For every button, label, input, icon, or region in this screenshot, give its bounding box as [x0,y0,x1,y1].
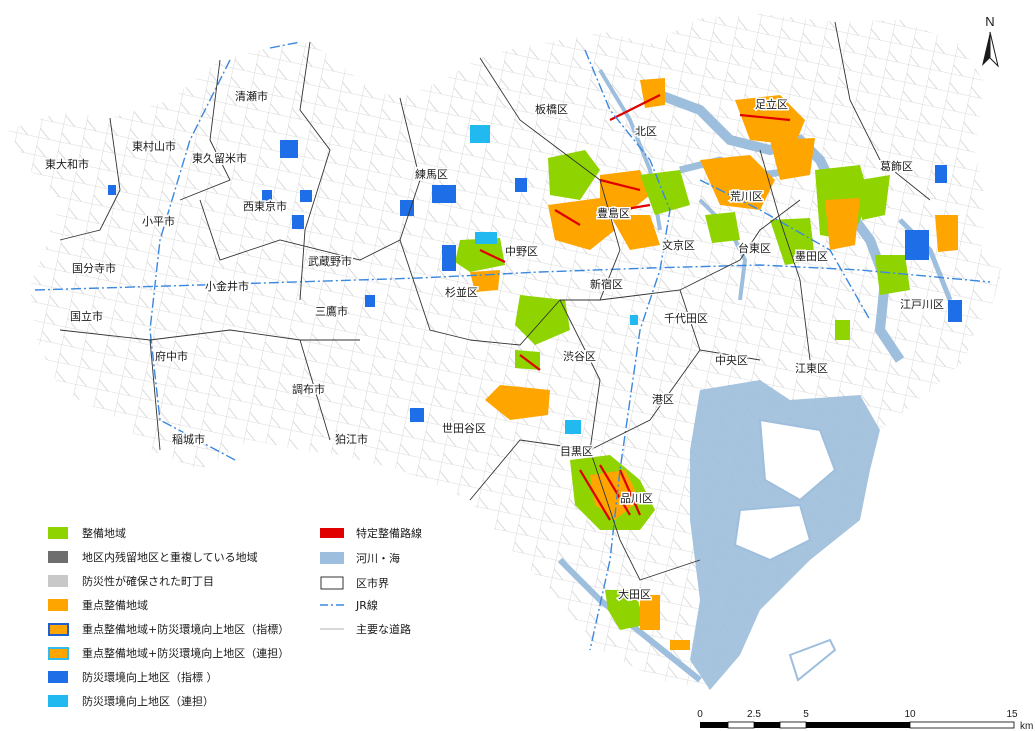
legend-swatch-juten-rentan [48,647,69,660]
label-edogawa: 江戸川区 [900,298,944,311]
legend-label-tokutei: 特定整備路線 [356,526,422,540]
label-bunkyo: 文京区 [662,238,695,252]
district-boundaries [59,21,931,581]
scale-tick-2-5: 2.5 [747,709,761,720]
north-label: N [985,14,994,29]
label-inagi: 稲城市 [172,432,205,446]
legend-label-boundary: 区市界 [356,576,389,590]
kankyo-polygons [108,125,962,434]
label-higashimurayama: 東村山市 [132,139,176,153]
label-katsushika: 葛飾区 [880,160,913,173]
legend-label-juten-rentan: 重点整備地域+防災環境向上地区（連担） [82,646,289,660]
label-nakano: 中野区 [505,245,538,258]
label-shinagawa: 品川区 [620,492,653,505]
legend-swatch-boundary [320,576,344,590]
label-setagaya: 世田谷区 [442,422,486,435]
label-chofu: 調布市 [292,382,325,396]
north-arrow: N [982,14,999,68]
legend-swatch-water [320,552,344,564]
scale-tick-0: 0 [697,709,703,720]
label-koganei: 小金井市 [205,279,249,293]
legend-swatch-kankyo-shihyo [48,671,68,683]
label-kiyose: 清瀬市 [235,89,268,103]
label-komae: 狛江市 [335,432,368,446]
label-adachi: 足立区 [755,97,788,111]
tokutei-roads [479,94,791,521]
legend-swatch-seibi [48,527,68,539]
legend-swatch-juten-shihyo [48,623,69,636]
label-kunitachi: 国立市 [70,309,103,323]
label-kodaira: 小平市 [142,214,175,228]
legend-swatch-bousai [48,575,68,587]
legend-right: 特定整備路線 河川・海 区市界 JR線 主要な道路 [320,526,422,636]
label-toshima: 豊島区 [597,206,630,220]
legend-label-kankyo-rentan: 防災環境向上地区（連担） [82,694,214,708]
legend-swatch-kankyo-rentan [48,695,68,707]
legend-label-seibi: 整備地域 [82,526,126,540]
label-itabashi: 板橋区 [535,102,568,116]
scale-tick-5: 5 [803,709,809,720]
legend-label-road: 主要な道路 [356,622,411,636]
label-shinjuku: 新宿区 [590,277,623,291]
label-nishitokyo: 西東京市 [243,199,287,213]
legend-label-juten: 重点整備地域 [82,598,148,612]
label-taito: 台東区 [738,241,771,255]
legend-swatch-zanryu [48,551,68,563]
legend-label-zanryu: 地区内残留地区と重複している地域 [82,550,258,564]
legend-swatch-tokutei [320,528,344,538]
label-chuo: 中央区 [715,354,748,367]
label-shibuya: 渋谷区 [563,350,596,363]
scale-tick-15: 15 [1006,709,1018,720]
scale-unit: km [1020,721,1033,731]
legend-left: 整備地域 地区内残留地区と重複している地域 防災性が確保された町丁目 重点整備地… [48,526,289,708]
label-musashino: 武蔵野市 [308,254,352,268]
label-arakawa: 荒川区 [730,190,763,203]
water-areas [557,68,953,690]
label-meguro: 目黒区 [560,445,593,458]
legend-label-juten-shihyo: 重点整備地域+防災環境向上地区（指標） [82,622,289,636]
label-minato: 港区 [652,393,674,406]
label-sumida: 墨田区 [795,250,828,263]
label-chiyoda: 千代田区 [664,312,708,325]
legend-label-jr: JR線 [355,598,378,612]
label-higashiyamato: 東大和市 [45,157,89,171]
label-nerima: 練馬区 [415,167,448,181]
legend-label-kankyo-shihyo: 防災環境向上地区（指標 ） [82,670,218,684]
place-labels: 清瀬市 東久留米市 東村山市 東大和市 小平市 西東京市 国分寺市 小金井市 武… [44,88,946,603]
label-ota: 大田区 [618,587,651,601]
scale-tick-10: 10 [904,709,916,720]
label-suginami: 杉並区 [445,285,478,299]
label-kokubunji: 国分寺市 [72,261,116,275]
label-higashikurume: 東久留米市 [192,151,247,165]
jr-lines [34,41,991,651]
legend-label-bousai: 防災性が確保された町丁目 [82,574,214,588]
scale-bar: 0 2.5 5 10 15 km [697,709,1033,731]
legend-label-water: 河川・海 [356,551,400,565]
label-kita: 北区 [635,125,657,138]
legend-swatch-juten [48,599,68,611]
label-fuchu: 府中市 [155,349,188,363]
label-mitaka: 三鷹市 [315,304,348,318]
label-koto: 江東区 [795,362,828,375]
